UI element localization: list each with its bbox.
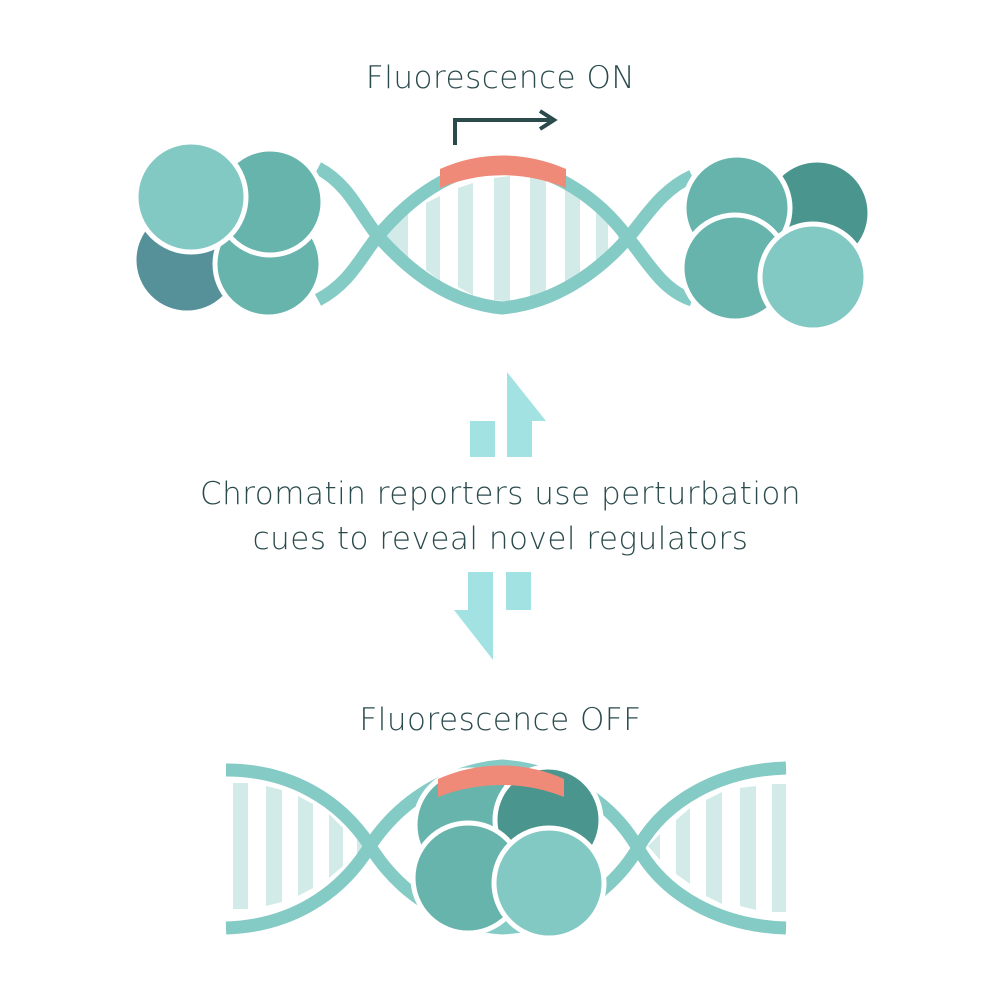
dna-closed-region (225, 759, 787, 935)
reporter-gene-off (438, 765, 564, 797)
nucleosome-right-top (679, 152, 873, 333)
dna-strand-a-bottom (225, 761, 787, 935)
promoter-arrow-icon (453, 109, 558, 145)
caption-line-2: cues to reveal novel regulators (252, 521, 749, 557)
down-arrow-icon (454, 572, 531, 660)
dna-open-region (314, 155, 695, 315)
dna-strand-a-top (314, 162, 695, 315)
dna-rungs-bottom-right (648, 784, 786, 912)
reporter-gene-on (440, 155, 566, 188)
dna-rungs-bottom-left (233, 783, 370, 909)
fluorescence-off-label: Fluorescence OFF (359, 702, 642, 738)
caption-line-1: Chromatin reporters use perturbation (199, 476, 802, 512)
fluorescence-on-label: Fluorescence ON (365, 60, 636, 96)
nucleosome-bottom (410, 764, 607, 941)
up-arrow-icon (470, 372, 546, 457)
nucleosome-left-top (131, 139, 326, 320)
diagram-caption: Chromatin reporters use perturbation cue… (0, 472, 1001, 562)
